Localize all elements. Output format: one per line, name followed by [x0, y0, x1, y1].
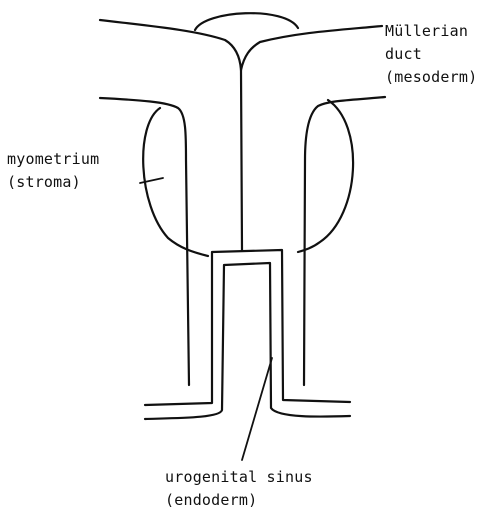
mullerian-duct-label: Müllerian duct (mesoderm) — [385, 20, 477, 89]
mullerian-label-line2: duct — [385, 43, 477, 66]
urogenital-sinus-label: urogenital sinus (endoderm) — [165, 466, 313, 512]
left-horn-outline — [100, 20, 241, 70]
urogenital-leader-line — [242, 358, 272, 460]
myometrium-label-line1: myometrium — [7, 148, 99, 171]
sinus-inner-wall — [145, 263, 350, 419]
myometrium-label-line2: (stroma) — [7, 171, 99, 194]
central-septum — [241, 70, 242, 250]
left-myometrium-bulge — [143, 108, 208, 256]
right-duct-wall — [304, 97, 385, 385]
right-horn-outline — [241, 26, 382, 70]
urogenital-label-line2: (endoderm) — [165, 489, 313, 512]
mullerian-label-line3: (mesoderm) — [385, 66, 477, 89]
sinus-outer-wall — [145, 250, 350, 405]
mullerian-label-line1: Müllerian — [385, 20, 477, 43]
urogenital-label-line1: urogenital sinus — [165, 466, 313, 489]
right-myometrium-bulge — [298, 100, 353, 252]
myometrium-label: myometrium (stroma) — [7, 148, 99, 194]
fundus-bulge — [195, 13, 298, 30]
